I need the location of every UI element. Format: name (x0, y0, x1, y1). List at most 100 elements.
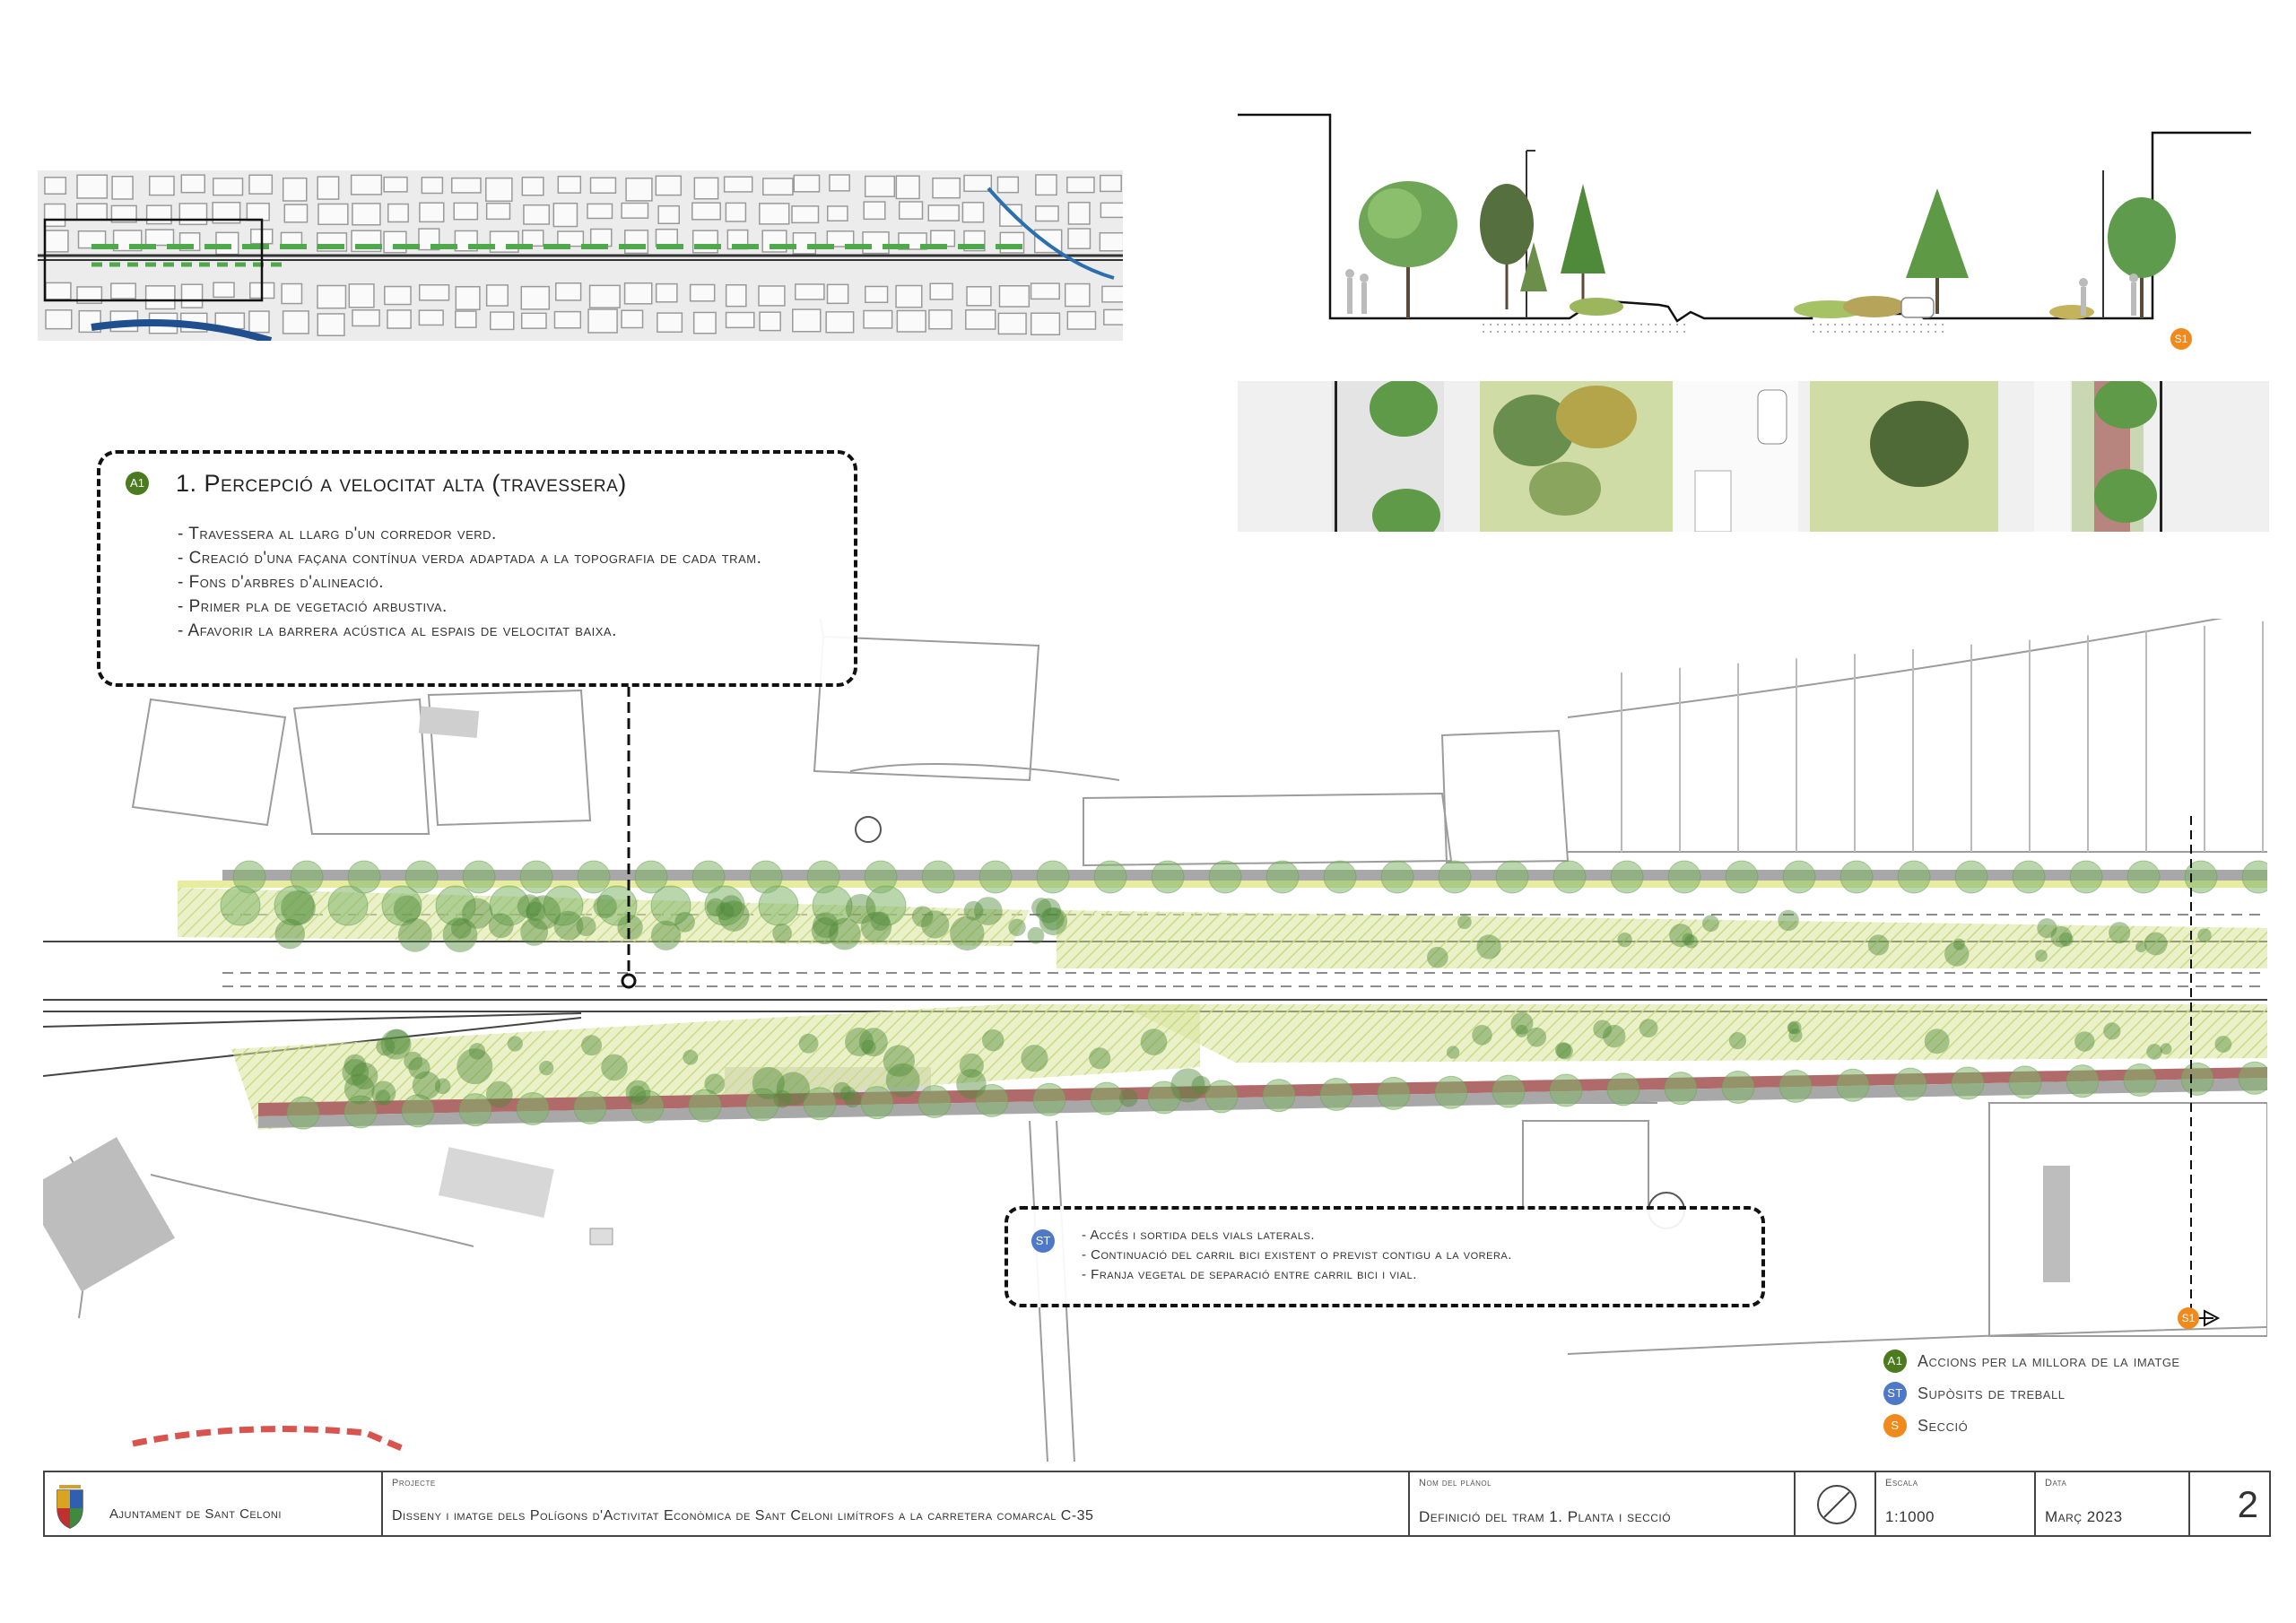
keymap-block (44, 177, 67, 195)
shrub (1684, 934, 1699, 949)
client-name: Ajuntament de Sant Celoni (109, 1506, 282, 1522)
legend-label: Accions per la millora de la imatge (1918, 1351, 2180, 1370)
shrub (982, 1028, 1004, 1052)
tree (1610, 860, 1644, 894)
keymap-block (523, 204, 551, 225)
keymap-block (144, 229, 175, 247)
callout-a1-list: - Travessera al llarg d'un corredor verd… (178, 522, 832, 643)
shrub (397, 917, 432, 952)
tree (918, 1085, 952, 1119)
keymap-block (693, 177, 719, 200)
shrub (716, 902, 735, 921)
tree (1954, 860, 1988, 894)
shrub (813, 912, 839, 939)
callout-st-badge: ST (1031, 1229, 1055, 1253)
callout-a1-badge: A1 (126, 472, 149, 495)
shrub (1031, 898, 1052, 918)
shrub (870, 911, 891, 932)
keymap-block (317, 176, 340, 200)
tree (2238, 1061, 2272, 1095)
tree (2123, 1063, 2157, 1098)
north-arrow-icon (1817, 1485, 1857, 1524)
list-item: - Creació d'una façana contínua verda ad… (178, 549, 762, 568)
keymap-block (863, 201, 886, 221)
keymap-block (725, 311, 755, 329)
keymap-block (421, 177, 444, 195)
shrub (2035, 949, 2048, 962)
shrub (2135, 941, 2147, 953)
shrub (1787, 1020, 1802, 1035)
shrub (704, 1073, 726, 1095)
tree (803, 1087, 837, 1121)
shrub (1593, 1020, 1613, 1039)
keymap-block (317, 313, 345, 336)
tree (758, 885, 799, 926)
keymap-block (45, 309, 73, 330)
scale-value: 1:1000 (1885, 1508, 1935, 1525)
tree (1147, 1081, 1181, 1115)
plan-name: Definició del tram 1. Planta i secció (1419, 1508, 1672, 1525)
keymap-block (829, 174, 850, 192)
tree (1438, 860, 1472, 894)
keymap-block (928, 309, 952, 330)
shrub (274, 918, 306, 950)
date-label: Data (2045, 1478, 2067, 1488)
shrub (833, 1081, 851, 1100)
keymap-block (961, 202, 985, 223)
tree (1667, 860, 1701, 894)
tree (516, 1092, 550, 1126)
shrub (1191, 1075, 1211, 1095)
keymap-block (725, 202, 747, 222)
shrub (860, 911, 892, 943)
tree (2241, 860, 2275, 894)
keymap-block (1067, 228, 1091, 249)
shrub (861, 1039, 876, 1055)
keymap-block (1030, 312, 1061, 335)
shrub (468, 1043, 486, 1060)
keymap-block (383, 230, 407, 254)
tree (1208, 860, 1242, 894)
keymap-block (43, 203, 66, 228)
shrub (376, 1037, 396, 1056)
tree (1839, 860, 1874, 894)
shrub (2109, 922, 2131, 944)
shrub (2037, 918, 2057, 939)
keymap-block (520, 285, 551, 310)
keymap-block (793, 174, 821, 193)
cross-section-drawing (1238, 113, 2251, 337)
keymap-block (929, 282, 953, 300)
keymap-block (762, 178, 794, 196)
key-map-drawing (38, 170, 1134, 344)
shrub (517, 894, 542, 919)
keymap-block (283, 204, 309, 223)
tree (2180, 1062, 2214, 1096)
keymap-block (455, 285, 481, 310)
section-marker-plan: S1 (2178, 1307, 2199, 1329)
shrub (1140, 1028, 1168, 1055)
keymap-block (691, 202, 721, 221)
shrub (520, 917, 549, 946)
keymap-block (485, 177, 513, 203)
keymap-block (621, 309, 644, 329)
keymap-block (215, 231, 239, 256)
keymap-block (213, 178, 244, 196)
keymap-block (248, 174, 274, 195)
keymap-block (655, 175, 683, 196)
keymap-block (44, 230, 69, 253)
shrub (752, 1066, 785, 1100)
keymap-block (898, 201, 924, 220)
keymap-block (145, 204, 172, 225)
keymap-block (281, 282, 303, 305)
keymap-block (455, 310, 477, 328)
shrub (1427, 946, 1448, 968)
keymap-block (1066, 310, 1097, 330)
shrub (2074, 1031, 2095, 1052)
tree (745, 1088, 779, 1122)
keymap-block (555, 282, 582, 301)
tree (435, 885, 476, 926)
tree (704, 885, 745, 926)
shrub (625, 1080, 651, 1106)
shrub (1036, 898, 1061, 924)
shrub (1476, 934, 1501, 959)
shrub (883, 1045, 916, 1077)
